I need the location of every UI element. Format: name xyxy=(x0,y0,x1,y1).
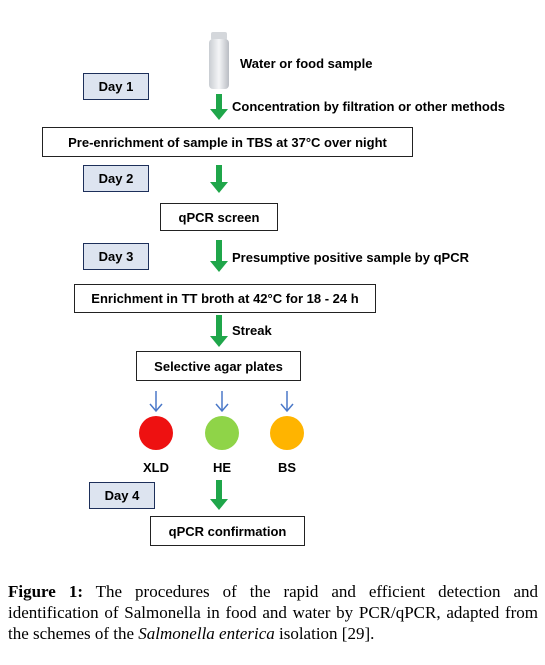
down-arrow-icon xyxy=(210,165,228,193)
enrichment-label: Enrichment in TT broth at 42°C for 18 - … xyxy=(91,291,359,306)
concentration-label: Concentration by filtration or other met… xyxy=(232,99,506,114)
thin-down-arrow-icon xyxy=(149,391,163,413)
caption-text-b: isolation [29]. xyxy=(274,624,375,643)
thin-down-arrow-icon xyxy=(280,391,294,413)
down-arrow-icon xyxy=(210,94,228,120)
day-1-badge: Day 1 xyxy=(83,73,149,100)
caption-text-a: The procedures of the rapid and efficien… xyxy=(8,582,538,643)
enrichment-box: Enrichment in TT broth at 42°C for 18 - … xyxy=(74,284,376,313)
caption-lead: Figure 1: xyxy=(8,582,83,601)
qpcr-confirmation-box: qPCR confirmation xyxy=(150,516,305,546)
qpcr-screen-label: qPCR screen xyxy=(178,209,260,225)
day-3-badge: Day 3 xyxy=(83,243,149,270)
presumptive-label: Presumptive positive sample by qPCR xyxy=(232,250,469,265)
down-arrow-icon xyxy=(210,315,228,347)
figure-caption: Figure 1: The procedures of the rapid an… xyxy=(8,581,538,644)
qpcr-screen-box: qPCR screen xyxy=(160,203,278,231)
bs-plate xyxy=(270,416,304,450)
sample-tube-icon xyxy=(208,32,230,95)
thin-down-arrow-icon xyxy=(215,391,229,413)
xld-plate xyxy=(139,416,173,450)
bs-label: BS xyxy=(277,460,297,475)
he-plate xyxy=(205,416,239,450)
pre-enrichment-label: Pre-enrichment of sample in TBS at 37°C … xyxy=(68,134,387,150)
xld-label: XLD xyxy=(143,460,169,475)
he-label: HE xyxy=(212,460,232,475)
sample-label: Water or food sample xyxy=(240,56,373,71)
day-2-badge: Day 2 xyxy=(83,165,149,192)
day-4-badge: Day 4 xyxy=(89,482,155,509)
streak-label: Streak xyxy=(232,323,272,338)
down-arrow-icon xyxy=(210,240,228,272)
qpcr-confirmation-label: qPCR confirmation xyxy=(168,523,287,539)
pre-enrichment-box: Pre-enrichment of sample in TBS at 37°C … xyxy=(42,127,413,157)
selective-agar-label: Selective agar plates xyxy=(154,358,283,374)
selective-agar-box: Selective agar plates xyxy=(136,351,301,381)
caption-italic: Salmonella enterica xyxy=(138,624,275,643)
down-arrow-icon xyxy=(210,480,228,510)
